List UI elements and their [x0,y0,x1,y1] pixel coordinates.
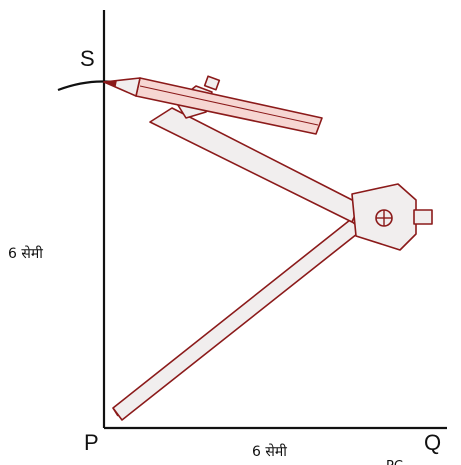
label-point-q: Q [424,430,441,455]
label-point-p: P [84,430,99,455]
compass-needle-leg [112,219,363,421]
label-vertical-length: 6 सेमी [8,245,43,262]
label-point-s: S [80,46,95,71]
compass-knob [413,209,433,225]
label-horizontal-length: 6 सेमी [252,443,287,460]
compass [103,75,433,421]
pencil-tip [103,77,141,97]
cutoff-text-fragment: PC [386,459,403,465]
compass-pencil-leg [149,107,361,223]
